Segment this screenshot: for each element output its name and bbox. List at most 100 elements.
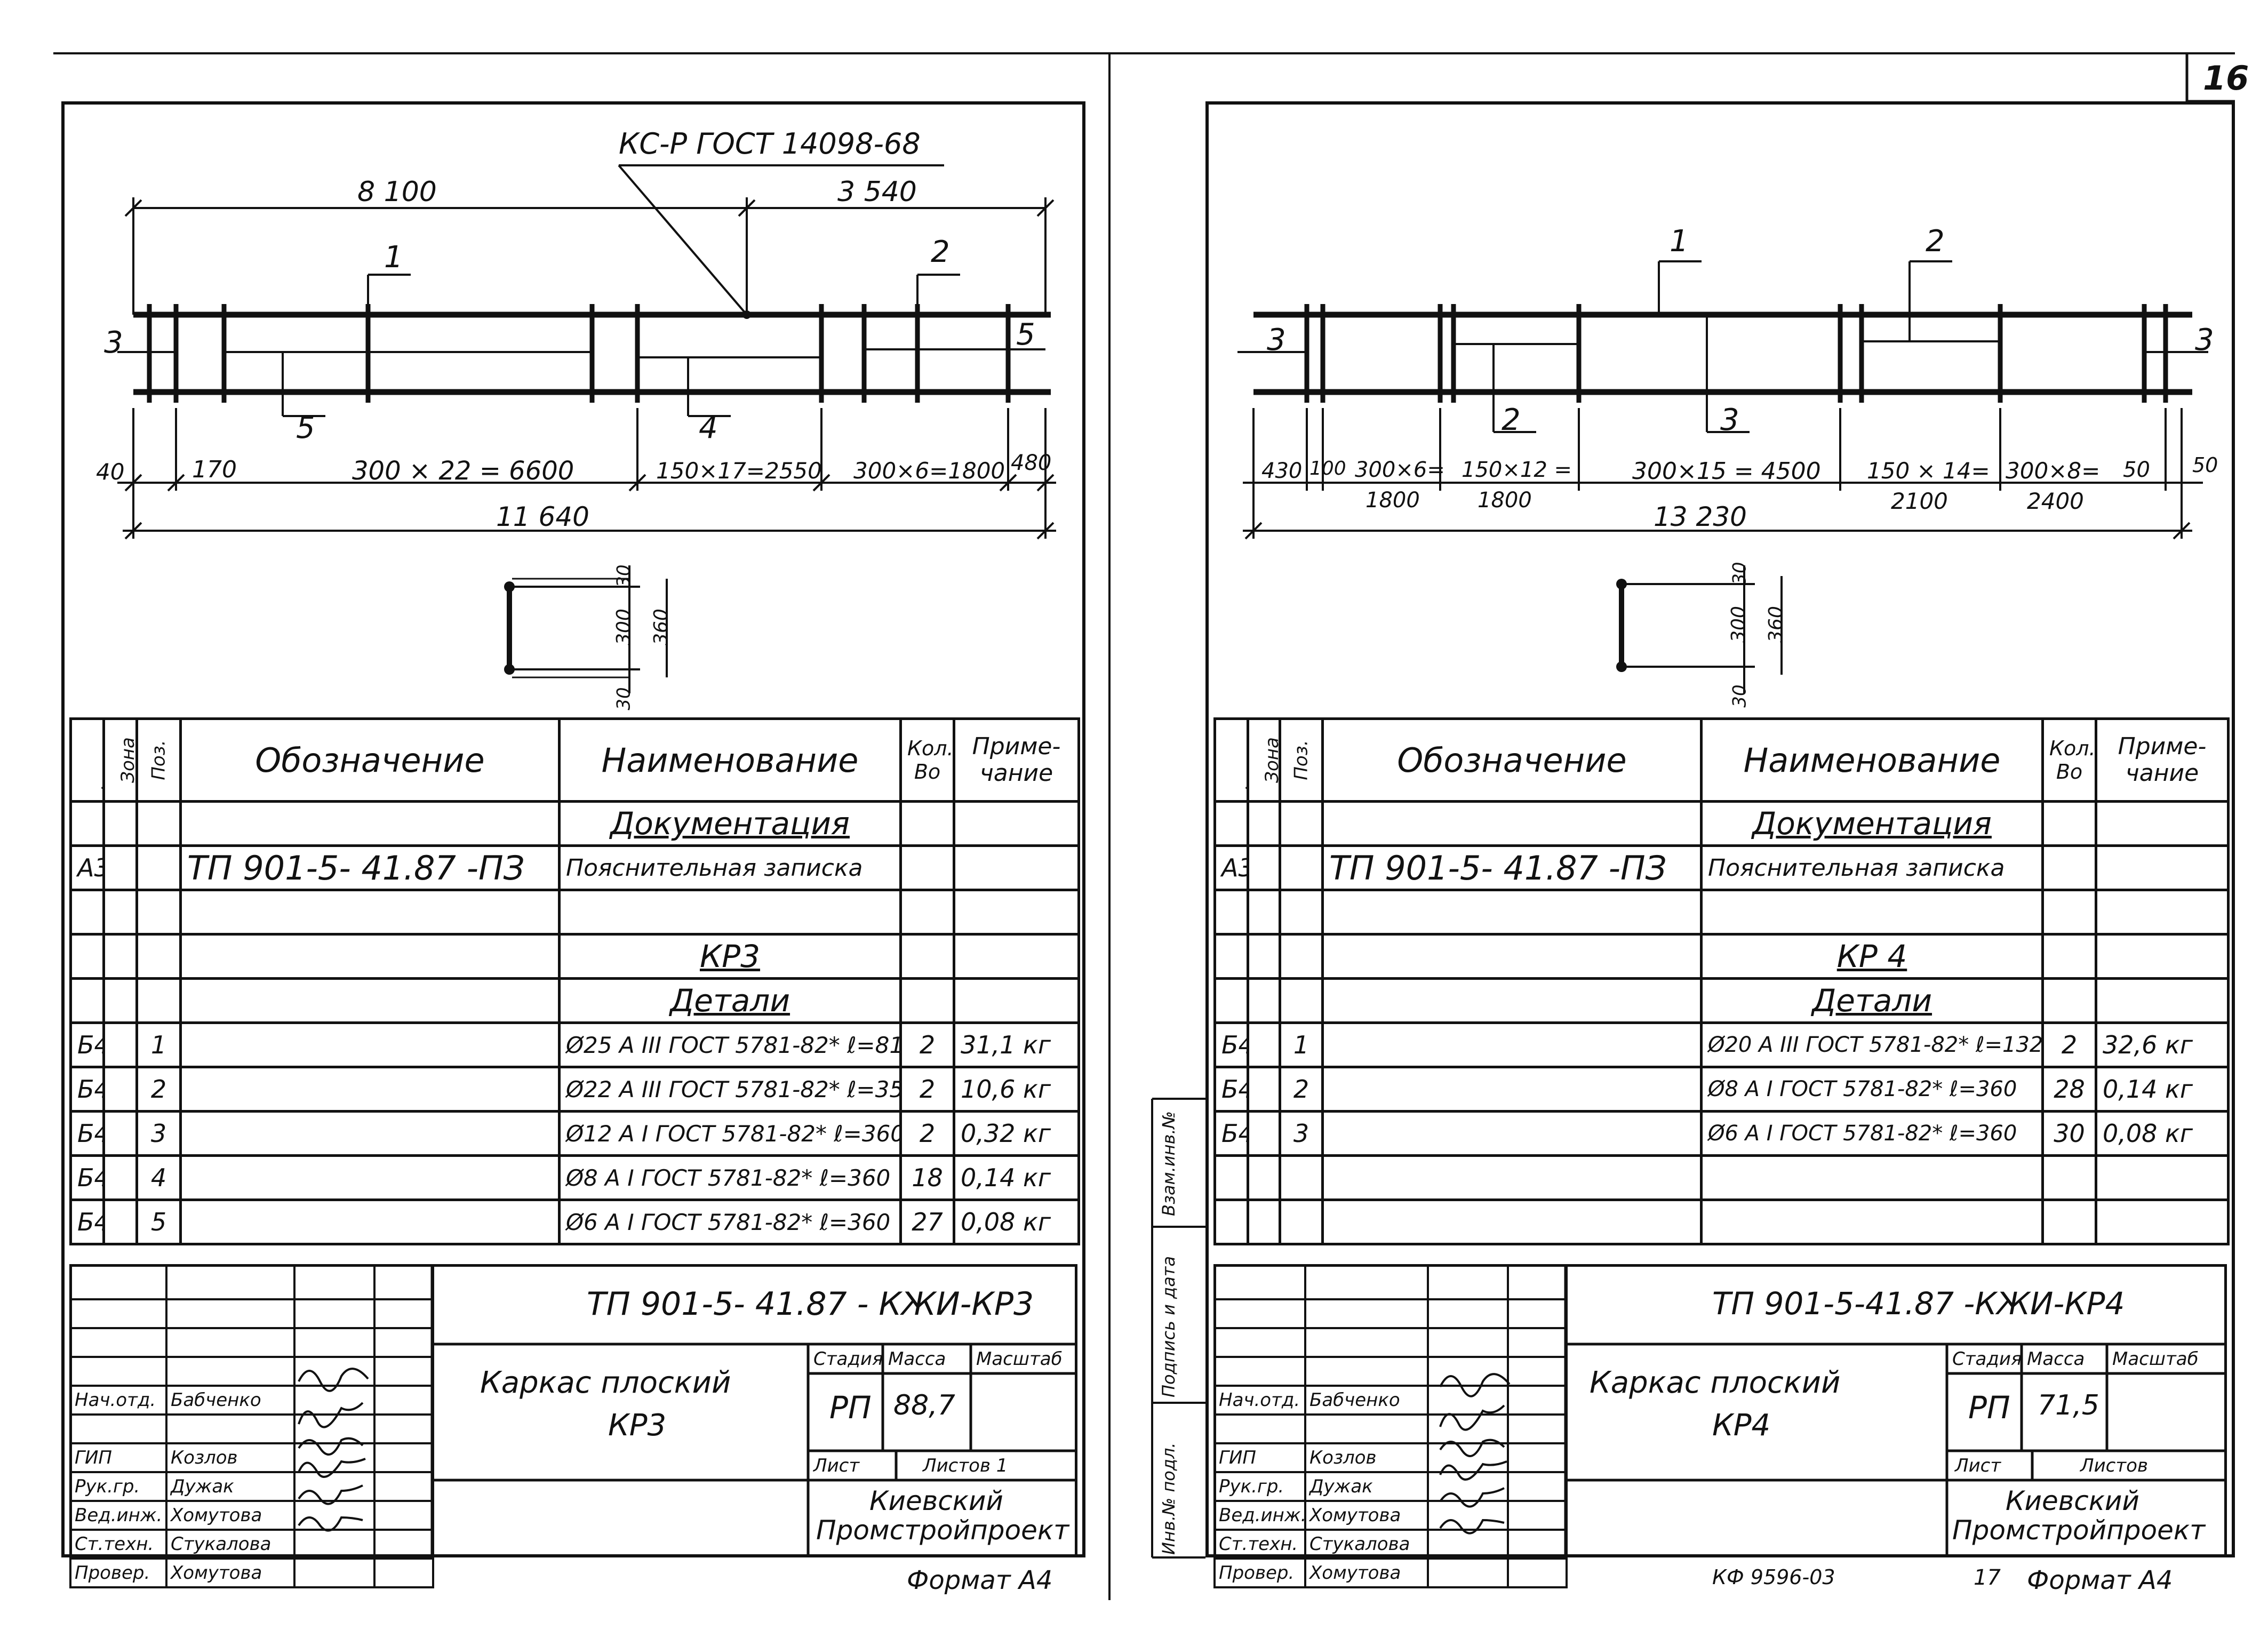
right-dim-c: 300×15 = 4500 [1632, 458, 1821, 485]
cell-pos: 1 [135, 1021, 182, 1068]
signature [1427, 1529, 1509, 1560]
cell-format: Б4 [69, 1154, 105, 1201]
pos-label-5b: 5 [1016, 317, 1035, 352]
signer-role: Нач.отд. [1213, 1385, 1306, 1416]
cell-note: 10,6 кг [953, 1066, 1080, 1113]
hdr-name: Наименование [1700, 717, 2044, 803]
org-line2: Промстройпроект [816, 1515, 1069, 1546]
signer-name: Козлов [165, 1442, 296, 1473]
cell-name: Ø25 А III ГОСТ 5781-82* ℓ=8100 [558, 1021, 902, 1068]
right-pos-3b: 3 [2195, 323, 2214, 357]
cell-pos: 2 [1279, 1066, 1324, 1113]
signature [1427, 1557, 1509, 1588]
table-row: Документация [1213, 800, 2230, 847]
signer-role: Провер. [1213, 1557, 1306, 1588]
mass-label: Масса [888, 1348, 946, 1370]
table-row [1213, 1198, 2230, 1245]
stage-value: РП [829, 1389, 872, 1426]
right-dim-e1: 300×8= [2006, 458, 2101, 484]
dim-6600: 300 × 22 = 6600 [352, 456, 574, 486]
right-title-line2: КР4 [1712, 1408, 1771, 1443]
cell-format: Б4 [1213, 1066, 1249, 1113]
table-row: Б4 4 Ø8 А I ГОСТ 5781-82* ℓ=360 18 0,14 … [69, 1154, 1080, 1201]
right-pos-2: 2 [1926, 224, 1945, 259]
signer-role: ГИП [1213, 1442, 1306, 1473]
right-dim-d2: 2100 [1891, 488, 1948, 514]
hdr-name: Наименование [558, 717, 902, 803]
right-dim-d1: 150 × 14= [1867, 458, 1990, 484]
sheet-label: Лист [1955, 1455, 2001, 1476]
stage-label: Стадия [1952, 1348, 2022, 1370]
cell-name: Ø22 А III ГОСТ 5781-82* ℓ=3540 [558, 1066, 902, 1113]
cell-format: Б4 [1213, 1021, 1249, 1068]
cell-format: Б4 [69, 1066, 105, 1113]
group-name: КР3 [558, 933, 902, 980]
hdr-format: Формат [1213, 717, 1249, 803]
cell-name: Ø20 А III ГОСТ 5781-82* ℓ=13230 [1700, 1021, 2044, 1068]
signature [293, 1557, 376, 1588]
signer-role: Рук.гр. [1213, 1471, 1306, 1502]
hdr-qty: Кол. Во [2041, 717, 2097, 803]
pos-label-4: 4 [699, 411, 718, 445]
cell-format: Б4 [69, 1198, 105, 1245]
org-line2: Промстройпроект [1952, 1515, 2206, 1546]
right-pos-2b: 2 [1502, 403, 1521, 437]
signer-name: Хомутова [1304, 1500, 1429, 1531]
cell-note: 0,08 кг [2095, 1110, 2230, 1157]
cell-note: 0,32 кг [953, 1110, 1080, 1157]
right-format: Формат А4 [2027, 1565, 2173, 1595]
signer-name: Козлов [1304, 1442, 1429, 1473]
cell-pos: 2 [135, 1066, 182, 1113]
dim-170: 170 [192, 456, 237, 483]
signer-role: Нач.отд. [69, 1385, 167, 1416]
pos-label-5a: 5 [296, 411, 315, 445]
cell-name: Ø6 А I ГОСТ 5781-82* ℓ=360 [1700, 1110, 2044, 1157]
right-doc-code: ТП 901-5-41.87 -КЖИ-КР4 [1712, 1285, 2125, 1322]
signer-name: Дужак [1304, 1471, 1429, 1502]
table-row: Б4 2 Ø22 А III ГОСТ 5781-82* ℓ=3540 2 10… [69, 1066, 1080, 1113]
hdr-qty: Кол. Во [899, 717, 955, 803]
dim-1800: 300×6=1800 [853, 458, 1005, 484]
cell-pos: 5 [135, 1198, 182, 1245]
cell-name: Пояснительная записка [1700, 844, 2044, 891]
table-row: Б4 3 Ø12 А I ГОСТ 5781-82* ℓ=360 2 0,32 … [69, 1110, 1080, 1157]
cell-note: 0,08 кг [953, 1198, 1080, 1245]
cell-qty: 2 [2041, 1021, 2097, 1068]
signature [1427, 1500, 1509, 1531]
signer-name: Бабченко [165, 1385, 296, 1416]
pos-label-3: 3 [104, 325, 123, 360]
hdr-pos: Поз. [1279, 717, 1324, 803]
scale-label: Масштаб [976, 1348, 1063, 1370]
right-dim-430: 430 [1261, 459, 1303, 483]
signer-role: Провер. [69, 1557, 167, 1588]
signer-name: Стукалова [165, 1529, 296, 1560]
cell-format: А3 [69, 844, 105, 891]
org-line1: Киевский [869, 1485, 1003, 1516]
signature [293, 1442, 376, 1473]
weld-callout: КС-Р ГОСТ 14098-68 [619, 127, 921, 161]
cell-format: А3 [1213, 844, 1249, 891]
right-pos-3c: 3 [1720, 403, 1739, 437]
table-row: Б4 1 Ø20 А III ГОСТ 5781-82* ℓ=13230 2 3… [1213, 1021, 2230, 1068]
signer-name: Хомутова [165, 1557, 296, 1588]
table-row: А3 ТП 901-5- 41.87 -ПЗ Пояснительная зап… [69, 844, 1080, 891]
cell-qty: 2 [899, 1066, 955, 1113]
signer-role: ГИП [69, 1442, 167, 1473]
signature [293, 1529, 376, 1560]
table-row [1213, 1154, 2230, 1201]
hdr-designation: Обозначение [179, 717, 561, 803]
cell-name: Ø8 А I ГОСТ 5781-82* ℓ=360 [1700, 1066, 2044, 1113]
table-row: КР3 [69, 933, 1080, 980]
table-row: Б4 2 Ø8 А I ГОСТ 5781-82* ℓ=360 28 0,14 … [1213, 1066, 2230, 1113]
dim-8100: 8 100 [357, 176, 437, 208]
table-row: КР 4 [1213, 933, 2230, 980]
page-number: 16 [2203, 59, 2249, 98]
table-row: Документация [69, 800, 1080, 847]
right-dim-b2: 1800 [1478, 488, 1532, 513]
right-title-line1: Каркас плоский [1590, 1365, 1841, 1400]
section-documentation: Документация [558, 800, 902, 847]
